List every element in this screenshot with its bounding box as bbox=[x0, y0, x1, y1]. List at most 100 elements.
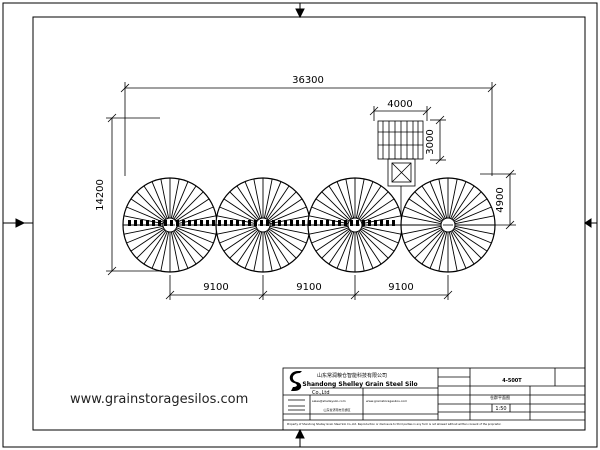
silo-rib bbox=[359, 191, 389, 221]
conveyor-link bbox=[356, 220, 359, 226]
conveyor-link bbox=[332, 220, 335, 226]
elevator-tower bbox=[377, 120, 424, 217]
silo-rib bbox=[263, 231, 273, 272]
silo-rib bbox=[345, 178, 355, 219]
conveyor-link bbox=[170, 220, 173, 226]
conveyor-link bbox=[182, 220, 185, 226]
overall-length-dimension bbox=[120, 82, 497, 176]
silo-rib bbox=[151, 231, 168, 269]
silo-rib bbox=[360, 198, 395, 222]
conveyor-link bbox=[206, 220, 209, 226]
silo-rib bbox=[408, 198, 443, 222]
silo-rib bbox=[453, 198, 488, 222]
overall-length-label: 36300 bbox=[292, 75, 324, 86]
silo-rib bbox=[336, 181, 353, 219]
silo-rib bbox=[267, 229, 297, 259]
conveyor-link bbox=[272, 220, 275, 226]
silo-rib bbox=[358, 230, 382, 265]
silo-rib bbox=[176, 206, 214, 223]
conveyor-link bbox=[146, 220, 149, 226]
silo-rib bbox=[269, 215, 310, 225]
silo-rib bbox=[438, 178, 448, 219]
silo-rib bbox=[253, 178, 263, 219]
silo-rib bbox=[429, 181, 446, 219]
silo-rib bbox=[267, 191, 297, 221]
silo-rib bbox=[174, 229, 204, 259]
silo-rib bbox=[173, 185, 197, 220]
silo-rib bbox=[452, 229, 482, 259]
conveyor-link bbox=[386, 220, 389, 226]
conveyor-link bbox=[224, 220, 227, 226]
conveyor-link bbox=[308, 220, 311, 226]
silo-rib bbox=[438, 231, 448, 272]
conveyor-link bbox=[188, 220, 191, 226]
silo-rib bbox=[253, 231, 263, 272]
conveyor-link bbox=[380, 220, 383, 226]
silo-rib bbox=[143, 185, 167, 220]
silo-rib bbox=[170, 231, 180, 272]
silo-rib bbox=[421, 185, 445, 220]
tower-dimensions bbox=[369, 106, 446, 165]
silo-3 bbox=[307, 177, 403, 273]
silo-rib bbox=[151, 181, 168, 219]
conveyor-link bbox=[326, 220, 329, 226]
silo-rib bbox=[404, 227, 442, 244]
silo-rib bbox=[454, 225, 495, 235]
silo-rib bbox=[176, 225, 217, 235]
silo-rib bbox=[414, 191, 444, 221]
conveyor-link bbox=[338, 220, 341, 226]
conveyor-link bbox=[248, 220, 251, 226]
conveyor-link bbox=[134, 220, 137, 226]
conveyor-link bbox=[392, 220, 395, 226]
silo-rib bbox=[361, 227, 399, 244]
conveyor-link bbox=[362, 220, 365, 226]
overall-width-label: 14200 bbox=[95, 179, 106, 211]
conveyor-link bbox=[278, 220, 281, 226]
silo-rib bbox=[263, 178, 273, 219]
silo-rib bbox=[450, 231, 467, 269]
footer-text: Property of Shandong Shelley Grain Steel… bbox=[287, 422, 502, 426]
silo-rib bbox=[429, 231, 446, 269]
conveyor-link bbox=[194, 220, 197, 226]
conveyor-link bbox=[218, 220, 221, 226]
silo-rib bbox=[174, 191, 204, 221]
conveyor-link bbox=[290, 220, 293, 226]
silo-rib bbox=[357, 181, 374, 219]
conveyor-link bbox=[164, 220, 167, 226]
silo-rib bbox=[451, 185, 475, 220]
conveyor-link bbox=[242, 220, 245, 226]
silo-rib bbox=[321, 191, 351, 221]
silo-rib bbox=[308, 215, 349, 225]
website-text: www.grainstoragesilos.com bbox=[366, 399, 407, 403]
silo-rib bbox=[126, 206, 164, 223]
silo-rib bbox=[216, 225, 257, 235]
silo-rib bbox=[265, 181, 282, 219]
silo-rib bbox=[269, 206, 307, 223]
conveyor-link bbox=[260, 220, 263, 226]
silo-rib bbox=[172, 181, 189, 219]
silo-radius-label: 4900 bbox=[495, 187, 506, 212]
tower-width-label: 4000 bbox=[387, 99, 412, 110]
overall-width-dimension bbox=[106, 113, 160, 276]
silo-rib bbox=[311, 227, 349, 244]
conveyor-link bbox=[374, 220, 377, 226]
silo-rib bbox=[315, 198, 350, 222]
silo-rib bbox=[359, 229, 389, 259]
conveyor-link bbox=[200, 220, 203, 226]
scale-value: 1:50 bbox=[495, 406, 506, 412]
silo-rib bbox=[421, 230, 445, 265]
silo-rib bbox=[130, 228, 165, 252]
silo-rib bbox=[452, 191, 482, 221]
silo-rib bbox=[229, 229, 259, 259]
conveyor-link bbox=[212, 220, 215, 226]
website-watermark: www.grainstoragesilos.com bbox=[70, 392, 249, 407]
silo-rib bbox=[266, 230, 290, 265]
silo-rib bbox=[136, 229, 166, 259]
silo-rib bbox=[328, 185, 352, 220]
silo-rib bbox=[229, 191, 259, 221]
silo-rib bbox=[454, 227, 492, 244]
silo-rib bbox=[414, 229, 444, 259]
conveyor-link bbox=[230, 220, 233, 226]
silo-rib bbox=[173, 230, 197, 265]
silo-rib bbox=[454, 206, 492, 223]
